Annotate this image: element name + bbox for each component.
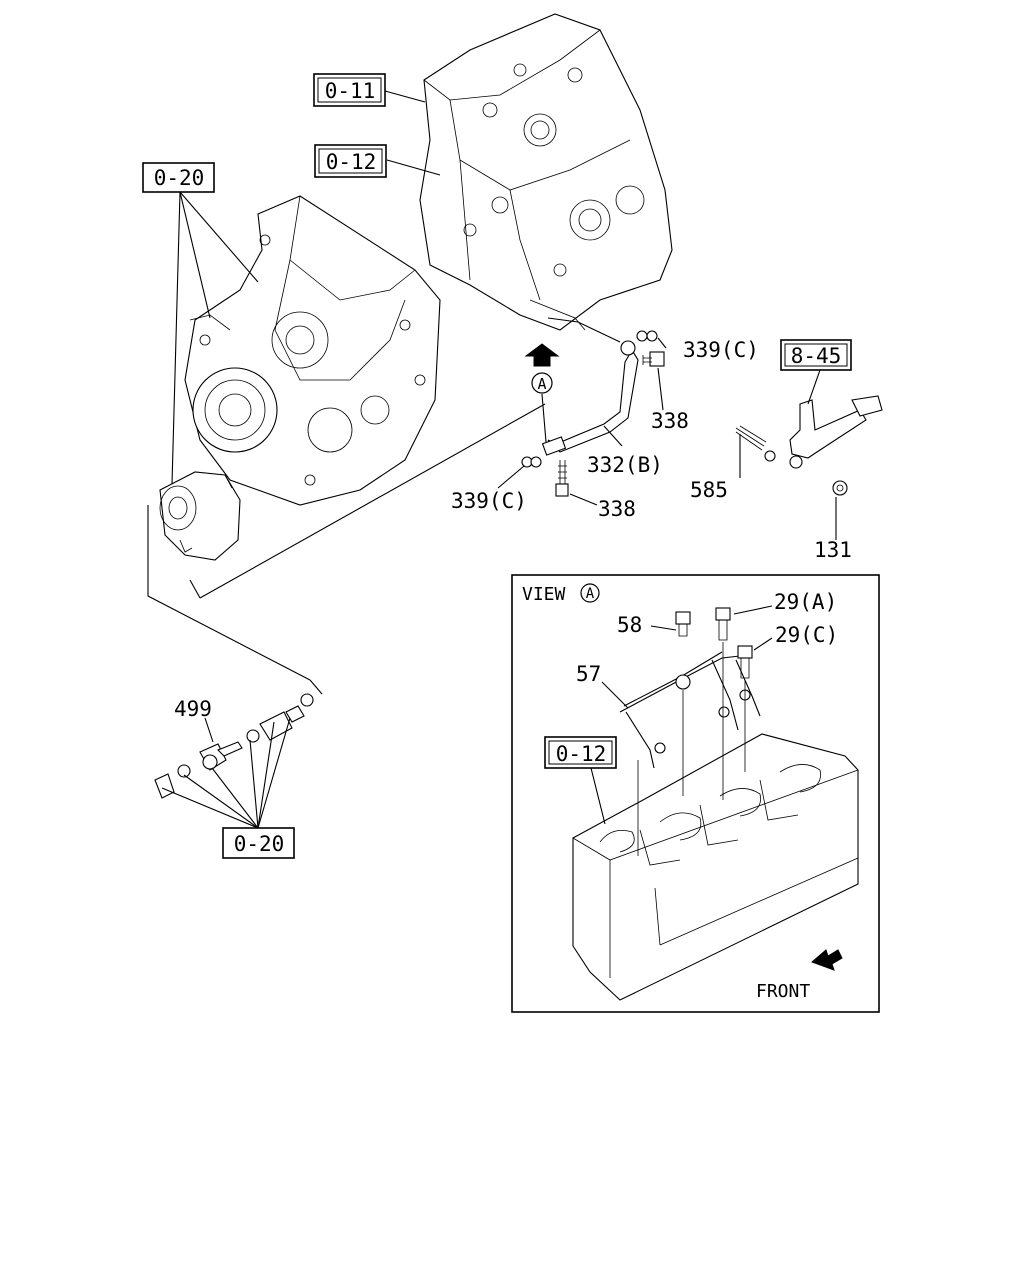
view-a-title-marker: A [586, 586, 595, 602]
label-131: 131 [814, 538, 852, 562]
bolt-58-drawing [675, 611, 691, 637]
label-499: 499 [174, 697, 212, 721]
ref-box-0-12-top-label: 0-12 [326, 150, 377, 174]
clip-339c-top-drawing [636, 330, 658, 342]
ref-box-0-20-bottom: 0-20 [222, 827, 295, 859]
bolt-29c-drawing [737, 645, 753, 679]
ref-box-0-11-label: 0-11 [325, 79, 376, 103]
label-58: 58 [617, 613, 642, 637]
label-57: 57 [576, 662, 601, 686]
view-a-panel: VIEW A [511, 574, 880, 1013]
ref-box-0-12-top: 0-12 [314, 144, 387, 178]
label-338-bottom: 338 [598, 497, 636, 521]
bolt-338-top-drawing [642, 351, 665, 367]
bolt-29a-drawing [715, 607, 731, 641]
label-339c-top: 339(C) [683, 338, 759, 362]
ref-box-8-45-label: 8-45 [791, 344, 842, 368]
label-332b: 332(B) [587, 453, 663, 477]
water-fitting-drawing [735, 395, 883, 496]
view-direction-arrow [524, 343, 560, 367]
ref-box-0-20-bottom-label: 0-20 [234, 832, 285, 856]
bolt-338-bottom-drawing [555, 460, 569, 497]
oil-jet-pipe-drawing [619, 651, 761, 769]
label-339c-bottom: 339(C) [451, 489, 527, 513]
label-585: 585 [690, 478, 728, 502]
clip-339c-bottom-drawing [521, 456, 542, 468]
ref-box-8-45: 8-45 [780, 339, 852, 371]
leader-lines [147, 90, 837, 829]
fittings-group-drawing [154, 693, 314, 799]
view-a-title: VIEW [522, 584, 566, 605]
view-a-marker-letter: A [537, 375, 546, 393]
ref-box-0-12-view-label: 0-12 [556, 742, 607, 766]
oil-pipe-332b-drawing [541, 317, 639, 456]
label-338-top: 338 [651, 409, 689, 433]
front-label: FRONT [756, 981, 810, 1002]
vacuum-pump-drawing [159, 471, 241, 561]
engine-block-drawing [419, 13, 673, 331]
ref-box-0-20-top-label: 0-20 [154, 166, 205, 190]
label-29a: 29(A) [774, 590, 837, 614]
front-arrow [811, 949, 843, 971]
block-lower-drawing [572, 733, 859, 1001]
front-cover-drawing [184, 195, 441, 506]
sensor-499-drawing [199, 741, 243, 771]
ref-box-0-20-top: 0-20 [142, 162, 215, 193]
view-a-marker: A [531, 372, 553, 394]
label-29c: 29(C) [775, 623, 838, 647]
ref-box-0-11: 0-11 [313, 73, 386, 107]
ref-box-0-12-view: 0-12 [544, 736, 617, 769]
